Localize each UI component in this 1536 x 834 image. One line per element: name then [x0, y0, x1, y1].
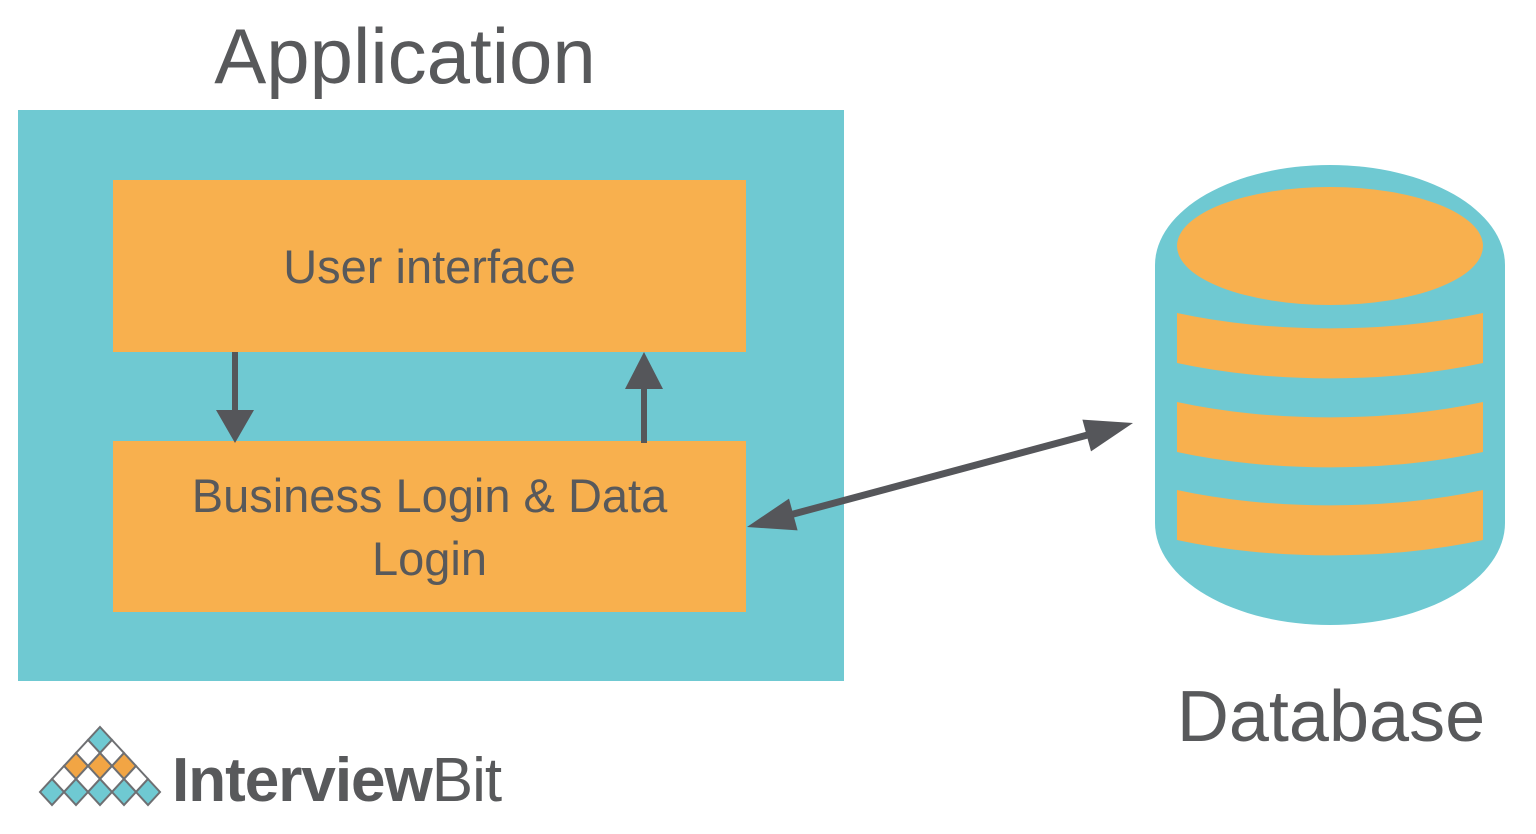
wordmark-bit: Bit — [431, 746, 502, 815]
database-icon — [1155, 165, 1505, 625]
user-interface-label: User interface — [283, 239, 576, 293]
wordmark-interview: Interview — [172, 746, 433, 815]
double-arrow-head-right — [1082, 419, 1133, 452]
diamond-teal — [62, 777, 90, 807]
diamond-pyramid-icon — [38, 725, 162, 807]
database-label: Database — [1176, 677, 1486, 757]
business-login-label-line2: Login — [371, 531, 487, 585]
diamond-teal — [86, 777, 114, 807]
user-interface-box: User interface — [113, 180, 746, 352]
business-login-box: Business Login & Data Login — [113, 441, 746, 612]
database-band-3 — [1177, 490, 1483, 556]
diamond-teal — [110, 777, 138, 807]
diamond-teal — [38, 777, 66, 807]
database-band-2 — [1177, 402, 1483, 468]
interviewbit-wordmark: InterviewBit — [172, 750, 502, 812]
database-top-disk — [1177, 187, 1483, 305]
diamond-teal — [134, 777, 162, 807]
application-container: User interface Business Login & Data Log… — [18, 110, 844, 681]
business-login-label: Business Login & Data Login — [192, 464, 668, 590]
database-band-1 — [1177, 313, 1483, 379]
application-title: Application — [214, 12, 596, 100]
business-login-label-line1: Business Login & Data — [191, 468, 668, 522]
